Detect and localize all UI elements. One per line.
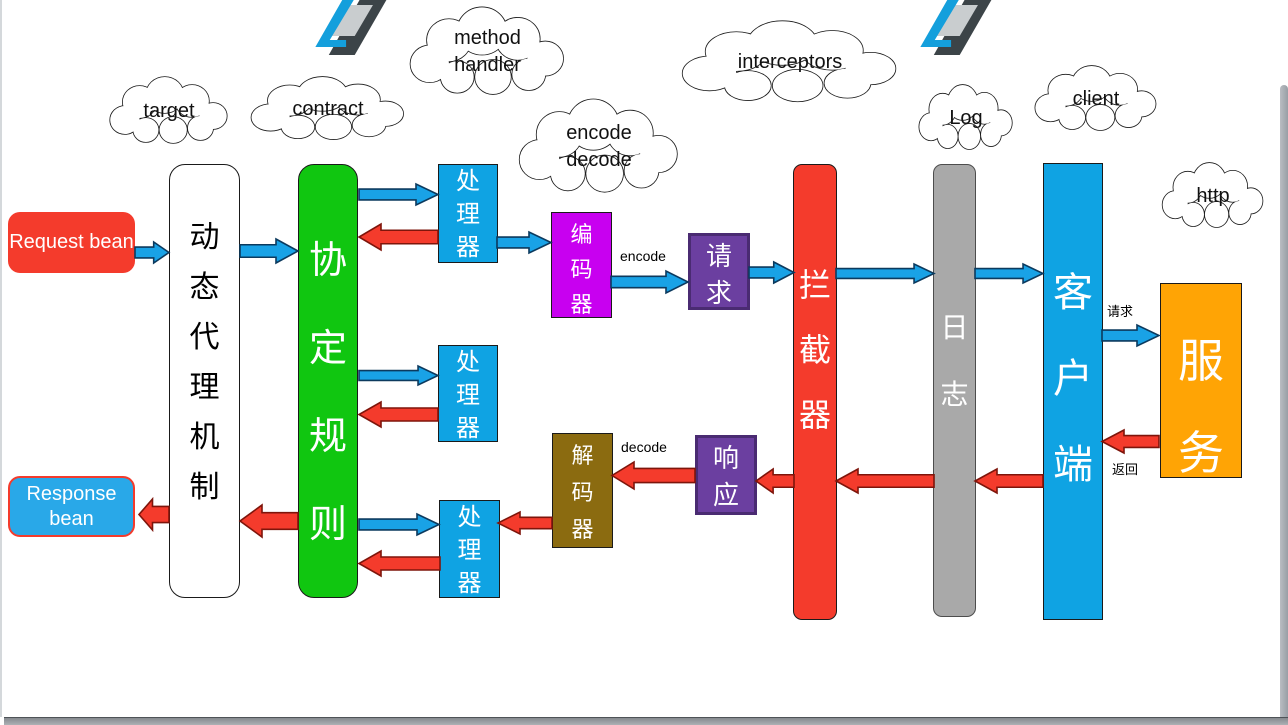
arrow-decoder-to-handler3 <box>496 510 553 536</box>
request-bean-label: Request bean <box>9 231 134 253</box>
response-bean-label: Response bean <box>26 482 117 530</box>
arrow-contract-to-handler1 <box>358 182 440 207</box>
cloud-http-label: http <box>1196 184 1230 207</box>
decoder-box: 解码器 <box>552 433 613 548</box>
arrow-request-to-interceptor <box>748 260 796 285</box>
handler1-label: 处理器 <box>456 169 480 261</box>
dynamic-proxy-box: 动态代理机制 <box>169 164 240 598</box>
cloud-method-handler: method handler <box>405 6 570 98</box>
cloud-contract: contract <box>246 76 410 142</box>
contract-rules-label: 协定规则 <box>308 240 347 546</box>
encode-label: encode <box>620 248 666 264</box>
response-zh-label: 响应 <box>712 444 739 510</box>
slide-left-border <box>0 0 2 717</box>
request-zh-label: 请求 <box>705 242 732 308</box>
arrow-log-to-interceptor <box>834 467 935 495</box>
cloud-interceptors: interceptors <box>675 20 905 105</box>
arrow-handler2-to-contract <box>357 400 439 429</box>
handler2-label: 处理器 <box>456 350 480 442</box>
arrow-contract-to-proxy <box>238 503 299 539</box>
arrow-contract-to-handler2 <box>358 364 440 387</box>
arrow-log-to-client <box>974 262 1045 285</box>
cloud-method-handler-label: method handler <box>454 27 521 76</box>
cloud-shape <box>106 76 232 146</box>
arrow-proxy-to-contract <box>239 237 300 265</box>
interceptor-box: 拦截器 <box>793 164 837 620</box>
cloud-target: target <box>106 76 232 146</box>
contract-rules-box: 协定规则 <box>298 164 358 598</box>
arrow-handler1-to-encoder <box>496 230 553 255</box>
cloud-log-label: Log <box>949 106 983 129</box>
request-bean-box: Request bean <box>8 212 135 273</box>
arrow-handler1-to-contract <box>357 222 439 252</box>
cloud-http: http <box>1159 162 1267 230</box>
arrow-contract-to-handler3 <box>358 512 441 537</box>
log-label: 日志 <box>940 313 969 411</box>
cloud-interceptors-label: interceptors <box>737 51 843 73</box>
handler2-box: 处理器 <box>438 345 498 442</box>
arrow-encoder-to-request <box>610 269 690 295</box>
arrow-interceptor-to-log <box>835 262 936 285</box>
slide-bottom-shadow <box>4 717 1288 725</box>
decode-label: decode <box>621 439 667 455</box>
arrow-proxy-to-responsebean <box>137 496 170 533</box>
cloud-client-label: client <box>1072 87 1120 110</box>
cloud-encode-decode: encode decode <box>514 98 684 196</box>
cloud-shape <box>405 6 570 98</box>
client-box: 客户端 <box>1043 163 1103 620</box>
cloud-shape <box>246 76 410 142</box>
arrow-response-to-decoder <box>610 460 696 491</box>
cloud-log: Log <box>916 84 1016 152</box>
handler3-box: 处理器 <box>439 500 500 598</box>
encoder-box: 编码器 <box>551 212 612 318</box>
cloud-shape <box>675 20 905 105</box>
cloud-shape <box>514 98 684 196</box>
decoder-label: 解码器 <box>571 443 594 542</box>
cloud-shape <box>1159 162 1267 230</box>
cloud-shape <box>916 84 1016 152</box>
arrow-client-to-log <box>973 467 1044 495</box>
cloud-target-label: target <box>143 99 195 122</box>
service-label: 服务 <box>1177 336 1224 479</box>
cloud-client: client <box>1031 65 1161 133</box>
handler3-label: 处理器 <box>457 505 482 597</box>
arrow-service-to-client <box>1100 428 1160 455</box>
handler1-box: 处理器 <box>438 164 498 263</box>
interceptor-label: 拦截器 <box>798 267 831 433</box>
client-label: 客户端 <box>1053 270 1093 487</box>
dynamic-proxy-label: 动态代理机制 <box>189 221 220 504</box>
cloud-encode-decode-label: encode decode <box>566 122 632 171</box>
arrow-handler3-to-contract <box>357 549 441 578</box>
response-bean-box: Response bean <box>8 476 135 537</box>
logo-decoration-right <box>920 0 992 55</box>
slide-right-shadow <box>1280 85 1288 717</box>
return-small-label: 返回 <box>1112 462 1139 477</box>
log-box: 日志 <box>933 164 976 617</box>
arrow-client-to-service <box>1101 323 1161 348</box>
logo-decoration-left <box>315 0 387 55</box>
arrow-requestbean-to-proxy <box>134 240 171 265</box>
request-small-label: 请求 <box>1107 304 1134 319</box>
encoder-label: 编码器 <box>570 222 593 317</box>
cloud-contract-label: contract <box>292 97 364 120</box>
arrow-interceptor-to-response <box>754 467 795 495</box>
cloud-shape <box>1031 65 1161 133</box>
response-zh-box: 响应 <box>695 435 757 515</box>
service-box: 服务 <box>1160 283 1242 479</box>
